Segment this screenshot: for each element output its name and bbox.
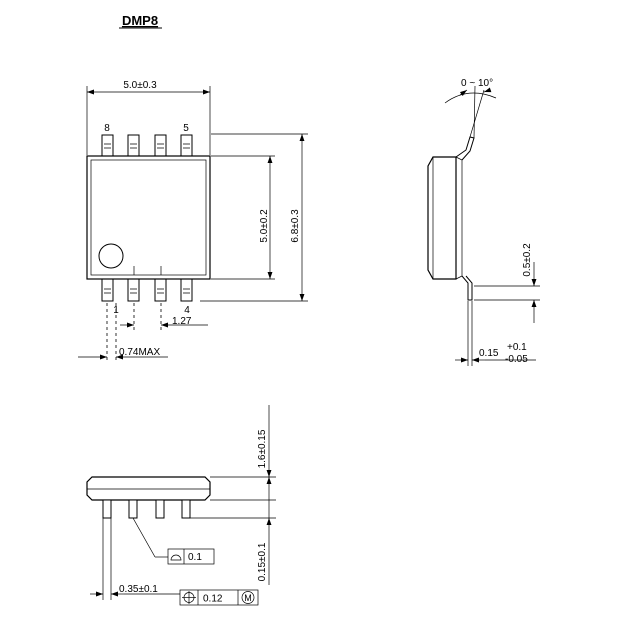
front-body-outline [86, 476, 211, 501]
pin-2 [127, 277, 140, 302]
pin-6 [154, 134, 167, 159]
lead-width-dim-text: 0.35±0.1 [119, 584, 158, 595]
angle-arc [444, 92, 497, 104]
pin8-label: 8 [104, 123, 110, 134]
side-view: 0 ~ 10° 0.5±0.2 0.15 +0.1 -0.05 [427, 78, 540, 366]
flatness-frame [167, 548, 215, 565]
pin5-label: 5 [183, 123, 189, 134]
position-value: 0.12 [203, 594, 223, 605]
side-lead [455, 136, 475, 161]
front-view: 1.6±0.15 0.15±0.1 0.1 0.35±0.1 0.12 M [86, 405, 276, 606]
side-body-outline [427, 156, 457, 280]
package-body-outline [86, 155, 211, 280]
body-height-dim-text: 5.0±0.2 [259, 209, 270, 243]
top-view: 8 5 1 4 5.0±0.3 5.0±0.2 6.8±0.3 1.27 0.7… [78, 80, 308, 362]
position-frame [179, 589, 259, 606]
width-dim-text: 5.0±0.3 [123, 80, 157, 91]
package-title: DMP8 [122, 13, 158, 28]
height-dim-text: 1.6±0.15 [257, 429, 268, 468]
flatness-icon [170, 554, 182, 561]
mmc-modifier-icon [241, 591, 255, 604]
overall-height-dim-text: 6.8±0.3 [290, 209, 301, 243]
thickness-plus: +0.1 [507, 342, 527, 353]
standoff-dim-text: 0.15±0.1 [257, 542, 268, 581]
front-lead-2 [128, 499, 138, 519]
pitch-dim-text: 1.27 [172, 316, 192, 327]
pin-7 [127, 134, 140, 159]
pin-1 [101, 277, 114, 302]
pin-marks-top [104, 143, 190, 149]
thickness-nominal: 0.15 [479, 348, 499, 359]
flatness-value: 0.1 [188, 552, 202, 563]
pin1-index-mark [98, 243, 124, 269]
angle-dim-text: 0 ~ 10° [461, 78, 493, 89]
lead-dim-text: 0.5±0.2 [522, 243, 533, 277]
pin-5 [180, 134, 193, 159]
pin4-label: 4 [184, 305, 190, 316]
front-lead-3 [155, 499, 165, 519]
pin-marks-bottom [104, 288, 190, 294]
front-lead-4 [181, 499, 191, 519]
position-modifier: M [244, 593, 252, 603]
package-body-inner [90, 159, 207, 276]
thickness-minus: -0.05 [505, 354, 528, 365]
side-lead-foot [461, 275, 473, 301]
pin-8 [101, 134, 114, 159]
inner-pin-ticks [133, 266, 162, 275]
front-lead-1 [102, 499, 112, 519]
pin-4 [180, 277, 193, 302]
pin-3 [154, 277, 167, 302]
max-dim-text: 0.74MAX [119, 347, 160, 358]
